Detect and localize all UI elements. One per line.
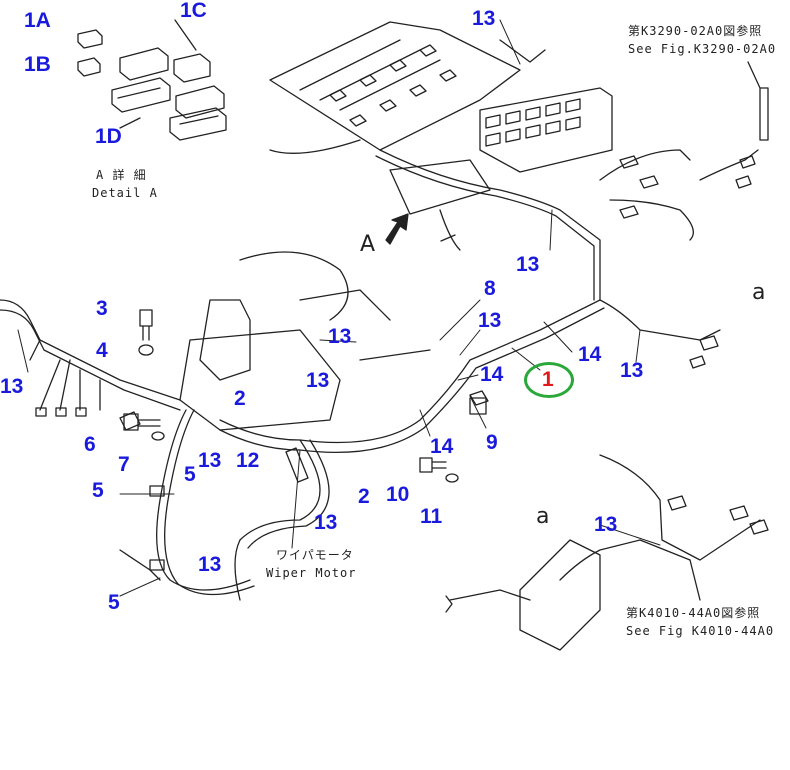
- callout-13-bottom-left: 13: [198, 553, 222, 576]
- callout-1A: 1A: [24, 9, 51, 32]
- callout-11: 11: [420, 505, 443, 528]
- callout-13-dash: 13: [328, 325, 352, 348]
- main-harness: [0, 251, 721, 601]
- leader-lines: [17, 19, 661, 597]
- callout-13-center: 13: [306, 369, 330, 392]
- callout-13-mid: 13: [478, 309, 502, 332]
- callout-13-lower-right: 13: [594, 513, 618, 536]
- callout-13-left: 13: [0, 375, 24, 398]
- callout-2-a: 2: [234, 387, 246, 410]
- callout-13-bottom: 13: [314, 511, 338, 534]
- view-a-letter: A: [360, 232, 376, 257]
- highlight-part-1: 1: [542, 368, 554, 391]
- callout-5-a: 5: [184, 463, 196, 486]
- callout-8: 8: [484, 277, 496, 300]
- ref-a-upper: a: [752, 280, 766, 305]
- callout-5-c: 5: [108, 591, 120, 614]
- view-a-arrow: [385, 213, 409, 245]
- ref-lower-en: See Fig K4010-44A0: [626, 624, 775, 638]
- callout-4: 4: [96, 339, 108, 362]
- callout-1B: 1B: [24, 53, 51, 76]
- hardware-parts: [123, 309, 487, 483]
- callout-12: 12: [236, 449, 260, 472]
- detail-a-lower: [445, 454, 769, 651]
- callout-7: 7: [118, 453, 130, 476]
- callout-10: 10: [386, 483, 410, 506]
- ref-lower-jp: 第K4010-44A0図参照: [626, 606, 761, 620]
- callout-1D: 1D: [95, 125, 122, 148]
- callout-6: 6: [84, 433, 96, 456]
- detail-a-label-jp: A 詳 細: [96, 168, 147, 182]
- ref-upper-en: See Fig.K3290-02A0: [628, 42, 777, 56]
- callout-1C: 1C: [180, 0, 207, 22]
- callout-3: 3: [96, 297, 108, 320]
- ref-upper-jp: 第K3290-02A0図参照: [628, 24, 763, 38]
- callout-13-right: 13: [620, 359, 644, 382]
- callout-13-upper-right: 13: [516, 253, 540, 276]
- highlight-ring: [524, 362, 574, 398]
- callout-14-a: 14: [578, 343, 602, 366]
- ref-a-lower: a: [536, 504, 550, 529]
- callout-2-b: 2: [358, 485, 370, 508]
- callout-14-b: 14: [480, 363, 504, 386]
- detail-a-label-en: Detail A: [92, 186, 158, 200]
- callout-13-top: 13: [472, 7, 496, 30]
- wiper-motor-en: Wiper Motor: [266, 566, 357, 580]
- detail-a-connectors: [77, 19, 227, 141]
- callout-9: 9: [486, 431, 498, 454]
- callout-13-lower-left: 13: [198, 449, 222, 472]
- callout-5-b: 5: [92, 479, 104, 502]
- upper-harness: [269, 21, 769, 301]
- callout-14-c: 14: [430, 435, 454, 458]
- wiper-motor-jp: ワイパモータ: [276, 548, 354, 562]
